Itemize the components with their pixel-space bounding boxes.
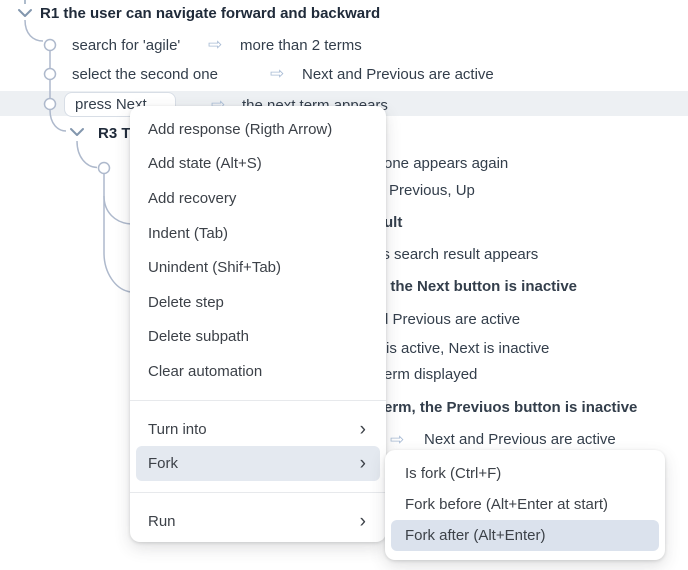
tree-row[interactable]: Previous, Up (389, 182, 475, 199)
tree-row[interactable]: is search result appears (379, 246, 539, 263)
tree-row[interactable]: erm displayed (384, 366, 478, 383)
response-arrow-icon: ⇨ (390, 430, 405, 450)
submenu-item-is-fork[interactable]: Is fork (Ctrl+F) (405, 465, 502, 482)
response-arrow-icon: ⇨ (270, 64, 285, 84)
menu-item-delete-subpath[interactable]: Delete subpath (148, 328, 249, 346)
context-menu: Add response (Rigth Arrow) Add state (Al… (130, 106, 386, 542)
requirement-heading[interactable]: R1 the user can navigate forward and bac… (40, 5, 381, 22)
menu-separator (130, 491, 386, 493)
chevron-down-icon[interactable] (17, 7, 33, 19)
tree-row[interactable]: d Previous are active (380, 311, 521, 328)
chevron-right-icon: › (359, 453, 366, 475)
menu-item-fork[interactable]: Fork › (136, 446, 380, 481)
tree-row[interactable]: is active, Next is inactive (386, 340, 550, 357)
step-text[interactable]: search for 'agile' (72, 37, 181, 54)
step-text[interactable]: select the second one (72, 66, 218, 83)
tree-row[interactable]: Next and Previous are active (424, 431, 616, 448)
menu-item-indent[interactable]: Indent (Tab) (148, 224, 229, 242)
menu-item-label: Fork (148, 455, 178, 473)
response-arrow-icon: ⇨ (208, 35, 223, 55)
tree-row[interactable]: ult (384, 214, 403, 231)
menu-item-unindent[interactable]: Unindent (Shif+Tab) (148, 259, 281, 277)
menu-item-delete-step[interactable]: Delete step (148, 293, 224, 311)
menu-separator (130, 399, 386, 401)
tree-row[interactable]: one appears again (384, 155, 509, 172)
tree-row[interactable]: , the Next button is inactive (382, 278, 578, 295)
menu-item-run[interactable]: Run › (130, 504, 386, 539)
menu-item-label: Run (148, 512, 176, 530)
menu-item-add-response[interactable]: Add response (Rigth Arrow) (148, 120, 333, 138)
menu-item-turn-into[interactable]: Turn into › (130, 412, 386, 447)
chevron-right-icon: › (359, 418, 366, 440)
tree-row[interactable]: erm, the Previuos button is inactive (384, 399, 638, 416)
requirement-heading[interactable]: R3 T (98, 125, 131, 142)
fork-submenu: Is fork (Ctrl+F) Fork before (Alt+Enter … (385, 450, 665, 560)
menu-item-label: Turn into (148, 420, 207, 438)
menu-item-add-recovery[interactable]: Add recovery (148, 189, 237, 207)
chevron-right-icon: › (359, 510, 366, 532)
submenu-item-fork-after[interactable]: Fork after (Alt+Enter) (391, 520, 659, 551)
menu-item-add-state[interactable]: Add state (Alt+S) (148, 155, 262, 173)
chevron-down-icon[interactable] (69, 126, 85, 138)
submenu-item-fork-before[interactable]: Fork before (Alt+Enter at start) (405, 496, 608, 513)
menu-item-clear-automation[interactable]: Clear automation (148, 362, 263, 380)
step-response[interactable]: Next and Previous are active (302, 66, 494, 83)
step-response[interactable]: more than 2 terms (240, 37, 362, 54)
